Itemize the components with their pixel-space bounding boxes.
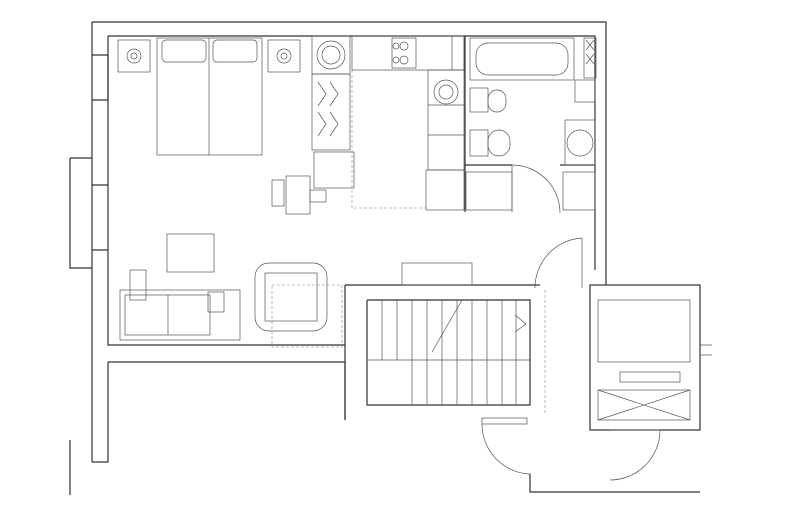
nightstand-right — [267, 39, 301, 73]
staircase — [344, 262, 700, 493]
sofa — [119, 269, 241, 341]
desk-chair — [271, 175, 327, 215]
entrance-door — [534, 237, 583, 289]
nightstand-left — [117, 39, 151, 73]
coffee-table — [166, 233, 215, 273]
wardrobe — [311, 35, 355, 189]
bathroom — [464, 36, 597, 214]
double-bed — [156, 37, 263, 156]
kitchen — [351, 35, 465, 211]
dining-table — [254, 262, 343, 348]
elevator — [589, 284, 712, 481]
